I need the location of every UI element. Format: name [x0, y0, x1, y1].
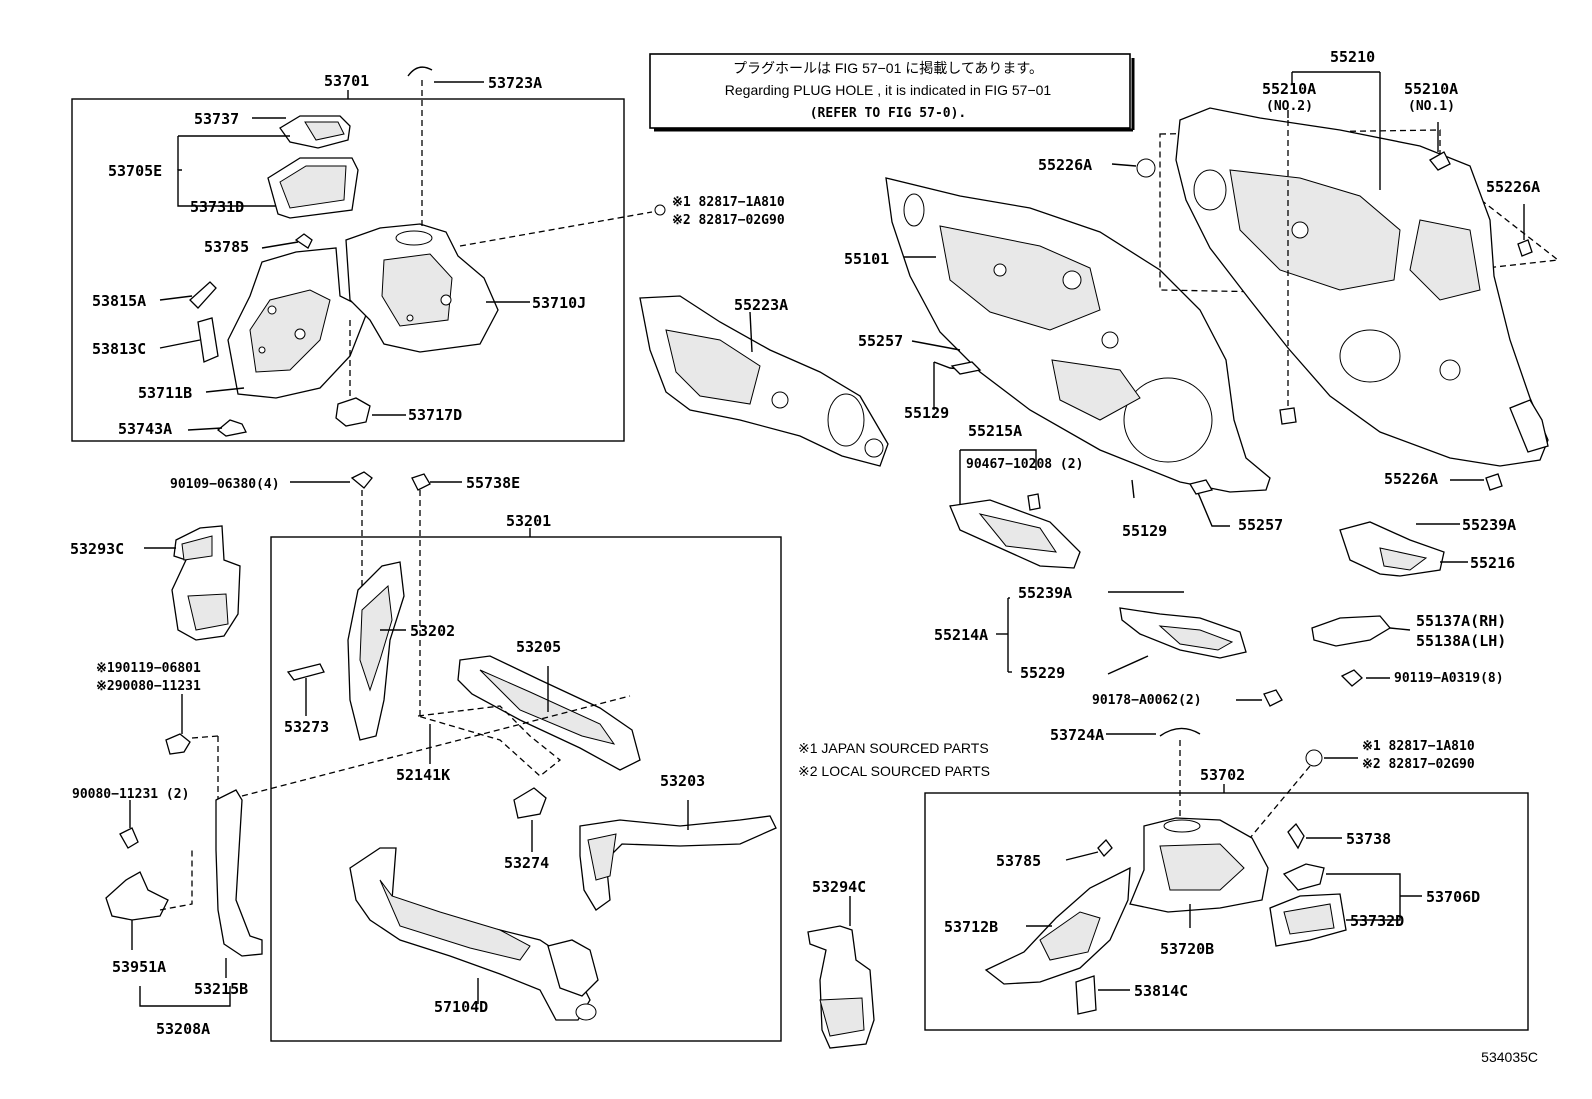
label-55129-a: 55129: [904, 404, 949, 422]
group-box-53702: [924, 792, 1529, 1031]
label-55210A-no1: 55210A: [1404, 80, 1458, 98]
legend-local: ※2 LOCAL SOURCED PARTS: [798, 763, 990, 779]
notice-box: プラグホールは FIG 57−01 に掲載してあります。 Regarding P…: [649, 53, 1135, 132]
label-53712B: 53712B: [944, 918, 998, 936]
label-53273: 53273: [284, 718, 329, 736]
label-clip-japan-b: ※1 82817−1A810: [1362, 739, 1475, 754]
label-53785-b: 53785: [996, 852, 1041, 870]
label-55210: 55210: [1330, 48, 1375, 66]
label-53731D: 53731D: [190, 198, 244, 216]
label-90080: 90080−11231 (2): [72, 787, 189, 802]
label-53208A: 53208A: [156, 1020, 210, 1038]
label-55257-a: 55257: [858, 332, 903, 350]
label-55226A-a: 55226A: [1038, 156, 1092, 174]
part-group-55215A: [949, 449, 1081, 569]
label-55226A-c: 55226A: [1384, 470, 1438, 488]
label-53294C: 53294C: [812, 878, 866, 896]
part-group-left-brackets: [105, 525, 631, 1007]
label-90119-8: 90119−A0319(8): [1394, 671, 1504, 686]
label-clip-local-b: ※2 82817−02G90: [1362, 757, 1475, 772]
part-group-53201: [286, 471, 777, 1021]
notice-line-2: Regarding PLUG HOLE , it is indicated in…: [725, 82, 1052, 98]
label-53702: 53702: [1200, 766, 1245, 784]
label-53737: 53737: [194, 110, 239, 128]
label-55129-b: 55129: [1122, 522, 1167, 540]
label-90109: 90109−06380(4): [170, 477, 280, 492]
leaders-53701: [159, 81, 530, 431]
label-53202: 53202: [410, 622, 455, 640]
label-52141K: 52141K: [396, 766, 450, 784]
label-55101: 55101: [844, 250, 889, 268]
label-53815A: 53815A: [92, 292, 146, 310]
diagram-code: 534035C: [1481, 1049, 1538, 1065]
label-53743A: 53743A: [118, 420, 172, 438]
label-55229: 55229: [1020, 664, 1065, 682]
label-57104D: 57104D: [434, 998, 488, 1016]
leaders-dash: [749, 256, 1230, 527]
label-53720B: 53720B: [1160, 940, 1214, 958]
label-bolt-japan: ※190119−06801: [96, 661, 201, 676]
label-55137A: 55137A(RH): [1416, 612, 1506, 630]
label-53951A: 53951A: [112, 958, 166, 976]
part-group-55216: [1339, 521, 1468, 577]
label-53723A: 53723A: [488, 74, 542, 92]
label-55738E: 55738E: [466, 474, 520, 492]
part-group-53702: [984, 727, 1347, 1015]
part-group-53701: [189, 66, 666, 437]
label-53293C: 53293C: [70, 540, 124, 558]
label-53814C: 53814C: [1134, 982, 1188, 1000]
label-bolt-local: ※290080−11231: [96, 679, 201, 694]
label-53706D: 53706D: [1426, 888, 1480, 906]
label-55239A-a: 55239A: [1462, 516, 1516, 534]
leaders-53201: [290, 481, 689, 1004]
label-55214A: 55214A: [934, 626, 988, 644]
label-55216: 55216: [1470, 554, 1515, 572]
label-53738: 53738: [1346, 830, 1391, 848]
label-53201: 53201: [506, 512, 551, 530]
label-55223A: 55223A: [734, 296, 788, 314]
label-53274: 53274: [504, 854, 549, 872]
part-group-55137A: [1236, 615, 1411, 707]
part-group-53294C: [807, 896, 875, 1049]
label-53710J: 53710J: [532, 294, 586, 312]
label-53732D: 53732D: [1350, 912, 1404, 930]
label-53785-a: 53785: [204, 238, 249, 256]
notice-line-3: (REFER TO FIG 57-0).: [810, 106, 967, 121]
label-53717D: 53717D: [408, 406, 462, 424]
label-clip-japan-a: ※1 82817−1A810: [672, 195, 785, 210]
label-no2: (NO.2): [1266, 99, 1313, 114]
label-55138A: 55138A(LH): [1416, 632, 1506, 650]
label-55210A-no2: 55210A: [1262, 80, 1316, 98]
label-53705E: 53705E: [108, 162, 162, 180]
label-53711B: 53711B: [138, 384, 192, 402]
label-55257-b: 55257: [1238, 516, 1283, 534]
part-group-55214A: [996, 591, 1247, 675]
label-53215B: 53215B: [194, 980, 248, 998]
label-90467: 90467−10208 (2): [966, 457, 1083, 472]
notice-line-1: プラグホールは FIG 57−01 に掲載してあります。: [733, 60, 1043, 76]
label-90178: 90178−A0062(2): [1092, 693, 1202, 708]
group-box-53201: [270, 536, 782, 1042]
label-53813C: 53813C: [92, 340, 146, 358]
label-no1: (NO.1): [1408, 99, 1455, 114]
legend-japan: ※1 JAPAN SOURCED PARTS: [798, 740, 989, 756]
part-group-dash-insulator: [639, 177, 1271, 493]
label-53203: 53203: [660, 772, 705, 790]
label-53724A: 53724A: [1050, 726, 1104, 744]
label-55239A-b: 55239A: [1018, 584, 1072, 602]
label-clip-local-a: ※2 82817−02G90: [672, 213, 785, 228]
label-55226A-b: 55226A: [1486, 178, 1540, 196]
leaders-53702: [1026, 757, 1422, 991]
label-53701: 53701: [324, 72, 369, 90]
part-group-55210: [1111, 71, 1560, 491]
label-55215A: 55215A: [968, 422, 1022, 440]
label-53205: 53205: [516, 638, 561, 656]
